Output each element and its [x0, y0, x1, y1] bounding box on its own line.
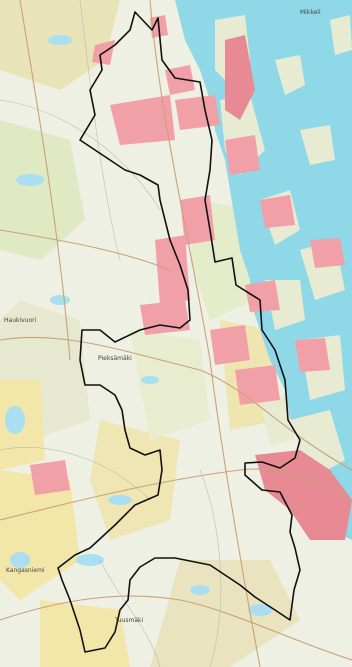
label-bottom-mid: Tuusmäki: [114, 617, 143, 624]
urban-areas: [225, 35, 352, 540]
minor-roads: [0, 0, 222, 667]
label-top-right: Mikkeli: [300, 9, 321, 16]
study-area-boundary: [57, 11, 301, 653]
terrain-mosaic: [0, 0, 300, 667]
inland-lakes: [5, 35, 272, 616]
label-bottom-left: Kangasniemi: [6, 567, 45, 574]
label-mid-left: Haukivuori: [4, 317, 37, 324]
label-center-left: Pieksämäki: [98, 355, 132, 362]
